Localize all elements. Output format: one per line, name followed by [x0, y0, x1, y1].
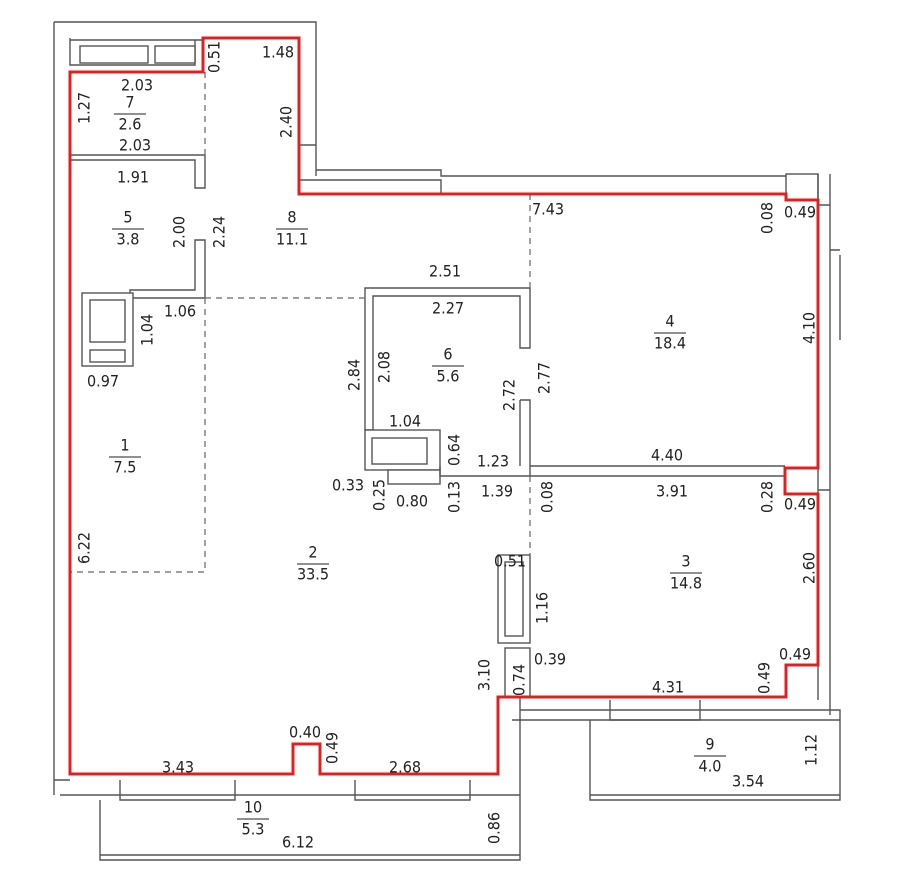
- dimension-label: 0.86: [485, 812, 504, 844]
- room-number: 6: [443, 345, 452, 364]
- room-labels: 17.5233.5314.8418.453.865.672.6811.194.0…: [109, 93, 726, 839]
- dimension-label: 0.49: [779, 645, 811, 664]
- dimension-label: 0.40: [289, 723, 321, 742]
- room-number: 2: [308, 543, 317, 562]
- room-label-7: 72.6: [114, 93, 146, 134]
- dimension-label: 0.08: [538, 481, 557, 513]
- apartment-outline: [68, 36, 820, 776]
- room-label-8: 811.1: [276, 208, 308, 249]
- dimension-label: 3.54: [732, 772, 764, 791]
- dimension-label: 2.72: [500, 379, 519, 411]
- dimension-label: 0.39: [534, 650, 566, 669]
- dimension-label: 2.08: [375, 351, 394, 383]
- dimension-label: 0.64: [445, 434, 464, 466]
- room-area: 11.1: [276, 230, 308, 249]
- dimension-label: 2.84: [345, 359, 364, 391]
- dimension-label: 4.31: [652, 678, 684, 697]
- room-number: 3: [681, 552, 690, 571]
- room-number: 5: [123, 208, 132, 227]
- room-label-2: 233.5: [297, 543, 329, 584]
- dimension-label: 2.40: [277, 106, 296, 138]
- dimension-label: 0.74: [510, 664, 529, 696]
- room-area: 5.6: [437, 367, 460, 386]
- dimension-label: 7.43: [532, 200, 564, 219]
- dimension-label: 2.27: [432, 299, 464, 318]
- dimension-label: 1.91: [117, 168, 149, 187]
- dimension-label: 1.16: [533, 592, 552, 624]
- dimension-label: 0.49: [323, 732, 342, 764]
- dimension-label: 2.68: [389, 758, 421, 777]
- dimension-label: 1.48: [262, 43, 294, 62]
- room-area: 3.8: [117, 230, 140, 249]
- dimension-label: 0.49: [784, 495, 816, 514]
- dimension-label: 6.22: [75, 532, 94, 564]
- dimension-label: 0.49: [755, 662, 774, 694]
- interior-walls: [70, 154, 785, 698]
- dimension-label: 3.91: [656, 482, 688, 501]
- room-number: 8: [287, 208, 296, 227]
- dimension-label: 0.08: [758, 202, 777, 234]
- room-area: 14.8: [670, 574, 702, 593]
- dimension-label: 2.00: [170, 216, 189, 248]
- room-label-5: 53.8: [112, 208, 144, 249]
- room-area: 5.3: [242, 820, 265, 839]
- room-number: 10: [244, 798, 262, 817]
- dimension-label: 1.12: [802, 734, 821, 766]
- dimension-labels: 2.03 1.27 0.51 1.48 2.40 2.03 1.91 2.00 2.24 7.43…: [75, 41, 821, 852]
- room-label-6: 65.6: [432, 345, 464, 386]
- dimension-label: 2.03: [121, 76, 153, 95]
- room-label-10: 105.3: [237, 798, 269, 839]
- dimension-label: 0.13: [445, 481, 464, 513]
- dimension-label: 1.23: [477, 452, 509, 471]
- room-number: 9: [705, 735, 714, 754]
- dimension-label: 1.04: [138, 314, 157, 346]
- dimension-label: 3.10: [475, 659, 494, 691]
- dimension-label: 1.39: [481, 482, 513, 501]
- dimension-label: 1.06: [164, 302, 196, 321]
- zone-dividers: [70, 72, 531, 573]
- dimension-label: 0.28: [758, 481, 777, 513]
- dimension-label: 0.33: [332, 476, 364, 495]
- dimension-label: 0.51: [494, 552, 526, 571]
- dimension-label: 0.51: [205, 41, 224, 73]
- dimension-label: 2.03: [119, 136, 151, 155]
- room-area: 33.5: [297, 565, 329, 584]
- dimension-label: 2.60: [800, 552, 819, 584]
- room-label-4: 418.4: [654, 312, 686, 353]
- room-area: 2.6: [119, 115, 142, 134]
- dimension-label: 1.04: [389, 412, 421, 431]
- dimension-label: 6.12: [282, 833, 314, 852]
- room-label-1: 17.5: [109, 436, 141, 477]
- dimension-label: 0.80: [396, 492, 428, 511]
- dimension-label: 4.10: [800, 312, 819, 344]
- dimension-label: 0.49: [784, 203, 816, 222]
- room-number: 4: [665, 312, 674, 331]
- dimension-label: 4.40: [651, 446, 683, 465]
- room-area: 4.0: [699, 757, 722, 776]
- room-area: 18.4: [654, 334, 686, 353]
- room-label-9: 94.0: [694, 735, 726, 776]
- room-label-3: 314.8: [670, 552, 702, 593]
- dimension-label: 1.27: [75, 92, 94, 124]
- dimension-label: 3.43: [162, 758, 194, 777]
- dimension-label: 2.51: [429, 262, 461, 281]
- room-number: 7: [125, 93, 134, 112]
- dimension-label: 0.25: [370, 479, 389, 511]
- dimension-label: 2.77: [535, 362, 554, 394]
- room-number: 1: [120, 436, 129, 455]
- dimension-label: 0.97: [87, 372, 119, 391]
- dimension-label: 2.24: [210, 216, 229, 248]
- room-area: 7.5: [114, 458, 137, 477]
